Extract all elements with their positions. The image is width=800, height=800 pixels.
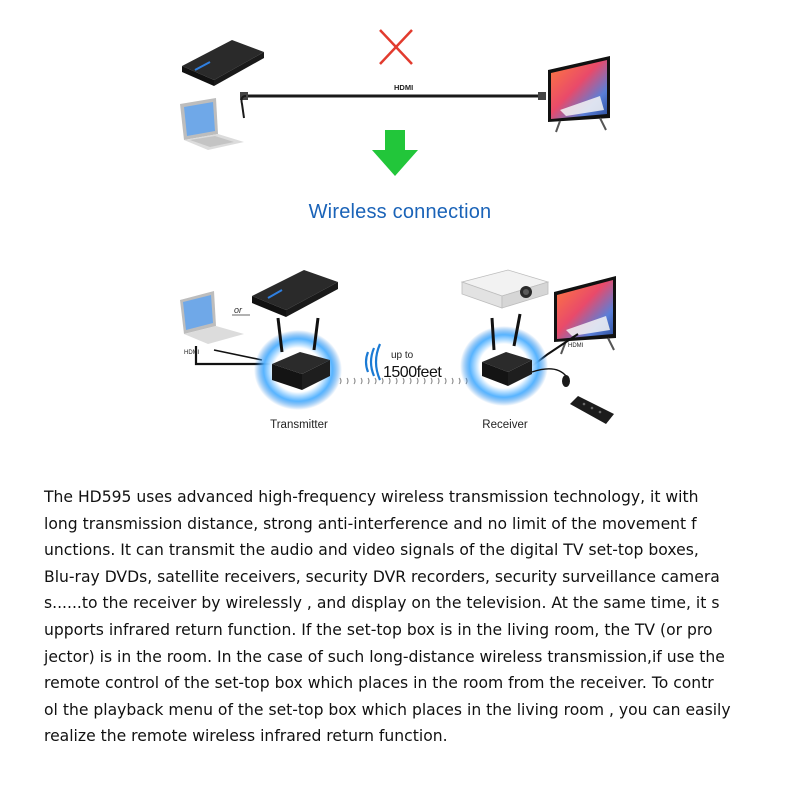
hdmi-right-label: HDMI [568,343,584,349]
transmitter-icon [272,317,330,390]
wireless-connection-title: Wireless connection [308,201,492,223]
green-arrow-icon [372,130,418,176]
hdmi-cable-left [194,346,270,366]
laptop-icon [180,98,244,150]
tv-display-icon [554,276,616,355]
hdmi-cable [240,92,546,119]
receiver-icon [482,313,532,386]
laptop-source-icon [180,291,244,344]
tv-icon [548,56,610,133]
signal-arcs [339,377,468,385]
range-prefix-label: up to [391,350,414,361]
projector-icon [460,269,550,309]
range-value-label: 1500feet [383,364,442,381]
set-top-box-source-icon [252,270,338,317]
set-top-box-icon [182,40,264,86]
hdmi-left-label: HDMI [184,350,200,356]
cross-icon [379,29,413,65]
transmitter-label: Transmitter [270,419,328,431]
signal-wave-icon [364,343,382,381]
ir-cable [531,368,567,377]
receiver-label: Receiver [482,419,528,431]
hdmi-cable-label: HDMI [394,83,413,92]
remote-control-icon [570,396,614,424]
or-label: or [234,305,243,315]
ir-sensor-icon [562,375,570,387]
product-description: The HD595 uses advanced high-frequency w… [44,488,731,746]
